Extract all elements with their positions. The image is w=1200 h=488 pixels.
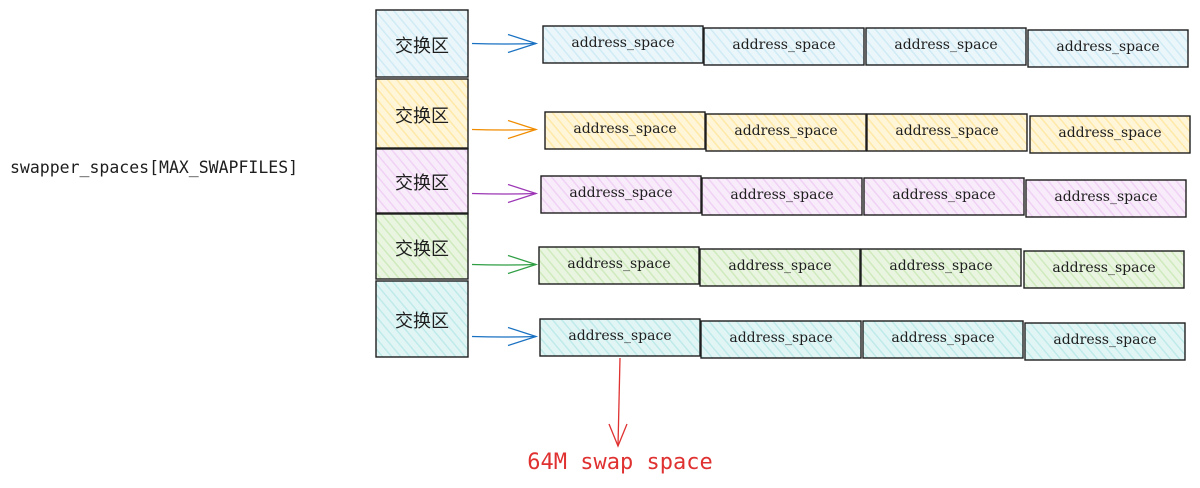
address-space-cell-5-4 (1024, 322, 1186, 361)
address-space-label-4-4: address_space (1052, 260, 1156, 276)
swap-space-size-caption: 64M swap space (527, 450, 713, 475)
address-space-label-4-1: address_space (567, 256, 671, 272)
address-space-cell-4-1 (538, 246, 700, 285)
swap-area-box-2 (375, 78, 469, 149)
address-space-cell-5-1 (539, 318, 701, 357)
address-space-label-2-4: address_space (1058, 125, 1162, 141)
address-space-label-1-3: address_space (894, 37, 998, 53)
swap-area-label-4: 交换区 (395, 238, 449, 260)
address-space-label-2-1: address_space (573, 121, 677, 137)
address-space-label-1-2: address_space (732, 37, 836, 53)
address-space-cell-1-3 (865, 27, 1027, 66)
swap-area-label-3: 交换区 (395, 173, 449, 194)
address-space-cell-4-3 (860, 248, 1022, 287)
swap-arrow-4 (471, 254, 539, 275)
swap-arrow-5 (471, 326, 539, 347)
address-space-label-5-1: address_space (568, 328, 672, 344)
address-space-cell-3-4 (1025, 179, 1187, 218)
address-space-cell-2-3 (866, 113, 1028, 152)
address-space-label-5-4: address_space (1053, 332, 1157, 348)
address-space-cell-5-2 (700, 320, 862, 359)
address-space-cell-1-2 (703, 27, 865, 66)
address-space-cell-3-3 (863, 177, 1025, 216)
address-space-label-5-2: address_space (729, 330, 833, 346)
address-space-cell-2-4 (1029, 115, 1191, 154)
swap-arrow-1 (471, 33, 539, 54)
swap-arrow-2 (471, 119, 539, 140)
address-space-cell-3-1 (540, 175, 702, 214)
address-space-cell-1-4 (1027, 29, 1189, 68)
address-space-cell-2-1 (544, 111, 706, 150)
address-space-cell-2-2 (705, 113, 867, 152)
swapper-spaces-array-label: swapper_spaces[MAX_SWAPFILES] (10, 158, 299, 177)
address-space-cell-3-2 (701, 177, 863, 216)
address-space-label-2-3: address_space (895, 123, 999, 139)
swap-area-label-2: 交换区 (395, 105, 449, 127)
address-space-label-1-4: address_space (1056, 39, 1160, 55)
address-space-label-2-2: address_space (734, 123, 838, 139)
address-space-label-3-2: address_space (730, 187, 834, 203)
swap-area-label-5: 交换区 (395, 311, 449, 332)
address-space-label-3-4: address_space (1054, 189, 1158, 205)
swap-area-box-5 (375, 280, 469, 358)
swap-area-box-4 (375, 213, 469, 280)
swap-area-label-1: 交换区 (395, 35, 449, 57)
address-space-label-1-1: address_space (571, 35, 675, 51)
address-space-cell-4-2 (699, 248, 861, 287)
swap-arrow-3 (471, 183, 539, 204)
address-space-cell-4-4 (1023, 250, 1185, 289)
address-space-label-3-3: address_space (892, 187, 996, 203)
swap-area-box-1 (375, 9, 469, 78)
address-space-label-4-2: address_space (728, 258, 832, 274)
address-space-label-5-3: address_space (891, 330, 995, 346)
address-space-cell-5-3 (862, 320, 1024, 359)
address-space-label-4-3: address_space (889, 258, 993, 274)
caption-arrow (608, 357, 628, 448)
address-space-cell-1-1 (542, 25, 704, 64)
swap-area-box-3 (375, 148, 469, 214)
address-space-label-3-1: address_space (569, 185, 673, 201)
